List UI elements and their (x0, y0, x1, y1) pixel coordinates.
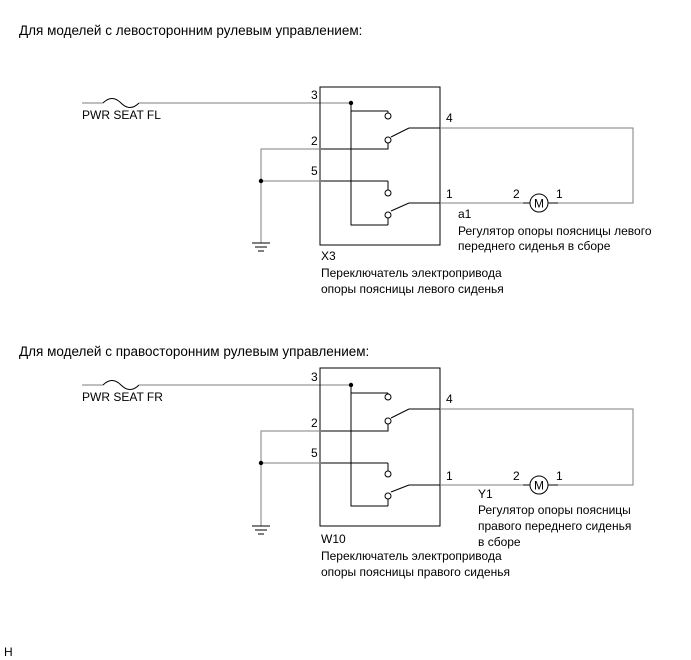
contact-upper-a (384, 393, 392, 401)
fuse-label: PWR SEAT FR (82, 390, 163, 404)
motor-pin-1: 1 (556, 469, 563, 483)
footer-code: H (4, 645, 13, 659)
motor-code: a1 (458, 207, 472, 221)
ground-icon (252, 242, 270, 252)
internal-bus (350, 103, 388, 226)
switch-code: X3 (321, 249, 336, 263)
pin-label-3: 3 (311, 88, 318, 102)
fuse-symbol (102, 380, 140, 390)
internal-bus (350, 385, 388, 507)
switch-blade-lower (390, 202, 410, 212)
contact-lower-b (384, 492, 392, 500)
junction-dot (258, 460, 264, 466)
switch-name-line1: Переключатель электропривода (321, 549, 502, 563)
pin-label-5: 5 (311, 164, 318, 178)
motor-code: Y1 (478, 487, 493, 501)
switch-code: W10 (321, 532, 346, 546)
pin2-internal (321, 143, 389, 150)
fuse-label: PWR SEAT FL (82, 108, 161, 122)
motor-return-wire (440, 408, 634, 486)
pin-label-2: 2 (311, 416, 318, 430)
switch-blade-upper (390, 127, 410, 138)
section-heading-rhd: Для моделей с правосторонним рулевым упр… (19, 344, 369, 359)
switch-name-line2: опоры поясницы левого сиденья (321, 282, 504, 296)
motor-pin-2: 2 (513, 469, 520, 483)
motor-name-line2: правого переднего сиденья (478, 519, 631, 533)
motor-name-line1: Регулятор опоры поясницы (478, 503, 631, 517)
pin2-internal (321, 424, 389, 432)
motor-name-line1: Регулятор опоры поясницы левого (458, 224, 652, 238)
motor-pin-2: 2 (513, 187, 520, 201)
contact-upper-b (384, 136, 392, 144)
motor-symbol: M (534, 197, 544, 211)
motor-name-line2: переднего сиденья в сборе (458, 239, 611, 253)
ground-icon (252, 525, 270, 535)
contact-lower-b (384, 211, 392, 219)
ground-wire (260, 148, 320, 243)
pin-label-2: 2 (311, 134, 318, 148)
contact-upper-a (384, 112, 392, 120)
pin-label-1: 1 (446, 469, 453, 483)
switch-name-line2: опоры поясницы правого сиденья (321, 565, 510, 579)
motor-pin-1: 1 (556, 187, 563, 201)
switch-name-line1: Переключатель электропривода (321, 266, 502, 280)
diagram-lhd: Для моделей с левосторонним рулевым упра… (19, 23, 652, 296)
motor-return-wire (440, 127, 634, 204)
contact-lower-a (384, 189, 392, 197)
diagram-rhd: Для моделей с правосторонним рулевым упр… (19, 344, 634, 579)
junction-dot (258, 178, 264, 184)
switch-box-w10 (319, 367, 441, 527)
fuse-symbol (102, 98, 140, 108)
motor-symbol: M (534, 479, 544, 493)
contact-lower-a (384, 470, 392, 478)
pin-label-4: 4 (446, 111, 453, 125)
pin-label-1: 1 (446, 187, 453, 201)
pin-label-4: 4 (446, 392, 453, 406)
section-heading-lhd: Для моделей с левосторонним рулевым упра… (19, 23, 362, 38)
motor-icon: M (523, 475, 558, 495)
switch-blade-upper (390, 408, 410, 419)
pin-label-5: 5 (311, 446, 318, 460)
switch-blade-lower (390, 484, 410, 493)
pin-label-3: 3 (311, 370, 318, 384)
switch-box-x3 (319, 86, 441, 246)
motor-icon: M (523, 193, 558, 213)
motor-name-line3: в сборе (478, 535, 521, 549)
ground-wire (260, 430, 320, 526)
contact-upper-b (384, 417, 392, 425)
